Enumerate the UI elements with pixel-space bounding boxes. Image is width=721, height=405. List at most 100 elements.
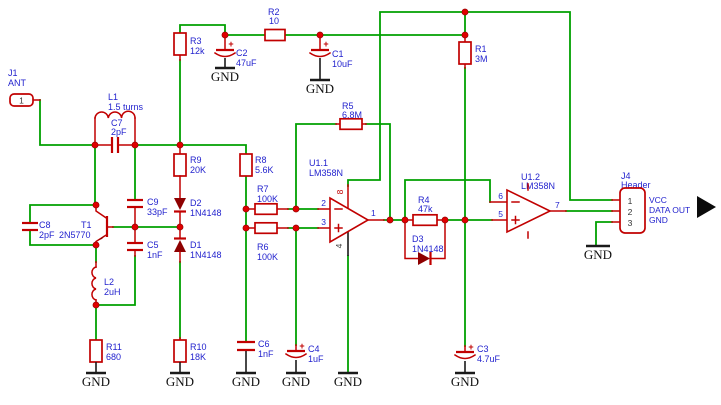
r5-ref-label: R5 <box>342 101 354 111</box>
j1-value-label: ANT <box>8 78 27 88</box>
t1-value-label: 2N5770 <box>59 230 91 240</box>
c2-ref-label: C2 <box>236 48 248 58</box>
data-out-arrow-icon <box>697 196 716 218</box>
t1-emitter-arrow <box>97 235 105 241</box>
r9-value-label: 20K <box>190 165 206 175</box>
r1-value-label: 3M <box>475 54 488 64</box>
resistor-r4: R4 47k <box>404 195 446 227</box>
j4-vcc-label: VCC <box>649 195 667 205</box>
capacitor-c3: + C3 4.7uF GND <box>451 342 501 389</box>
c1-polarity-plus: + <box>323 39 328 49</box>
u1b-value-label: LM358N <box>521 181 555 191</box>
j4-value-label: Header <box>621 180 651 190</box>
c5-ref-label: C5 <box>147 240 159 250</box>
r4-value-label: 47k <box>418 204 433 214</box>
diode-d3: D3 1N4148 <box>404 221 446 265</box>
c3-polarity-plus: + <box>468 342 473 352</box>
d1-ref-label: D1 <box>190 240 202 250</box>
u1b-pin5-label: 5 <box>498 209 503 219</box>
c5-value-label: 1nF <box>147 250 163 260</box>
c7-value-label: 2pF <box>111 127 127 137</box>
resistor-r1: R1 3M <box>458 34 488 69</box>
junction-dots <box>91 8 469 309</box>
capacitor-c2: + C2 47uF GND <box>211 34 257 84</box>
j4-body <box>619 187 646 234</box>
capacitor-c4: + C4 1uF GND <box>282 341 324 389</box>
d1-value-label: 1N4148 <box>190 250 222 260</box>
c8-value-label: 2pF <box>39 230 55 240</box>
r6-ref-label: R6 <box>257 242 269 252</box>
u1b-ref-label: U1.2 <box>521 172 540 182</box>
opamp-u1b: U1.2 LM358N 6 5 7 <box>489 172 567 239</box>
r11-value-label: 680 <box>106 352 121 362</box>
c6-ref-label: C6 <box>258 339 270 349</box>
r4-ref-label: R4 <box>418 195 430 205</box>
c7-ref-label: C7 <box>111 118 123 128</box>
diode-d1: D1 1N4148 <box>174 226 222 263</box>
r7-value-label: 100K <box>257 194 278 204</box>
r5-value-label: 6.8M <box>342 110 362 120</box>
gnd-label: GND <box>82 374 110 389</box>
gnd-label: GND <box>166 374 194 389</box>
t1-ref-label: T1 <box>81 220 92 230</box>
resistor-r8: R8 5.6K <box>239 153 274 177</box>
c9-value-label: 33pF <box>147 207 168 217</box>
d3-ref-label: D3 <box>412 234 424 244</box>
j4-pin3-label: 3 <box>628 218 633 228</box>
l2-ref-label: L2 <box>104 277 114 287</box>
wires <box>29 11 613 373</box>
transistor-t1: T1 2N5770 <box>59 205 114 245</box>
resistor-r10: R10 18K GND <box>166 337 207 389</box>
u1a-pin1-label: 1 <box>371 208 376 218</box>
r3-value-label: 12k <box>190 46 205 56</box>
u1b-pin7-label: 7 <box>555 200 560 210</box>
j1-pin1-label: 1 <box>19 96 24 106</box>
diode-d2: D2 1N4148 <box>174 175 222 228</box>
opamp-u1a: U1.1 LM358N 2 3 1 8 4 <box>309 158 385 256</box>
capacitor-c7: C7 2pF <box>94 118 136 153</box>
r2-ref-label: R2 <box>268 7 280 17</box>
d2-ref-label: D2 <box>190 198 202 208</box>
j4-gnd-label: GND <box>649 215 668 225</box>
connector-j1: J1 ANT 1 <box>8 68 41 107</box>
c2-value-label: 47uF <box>236 58 257 68</box>
resistor-r7: R7 100K <box>245 184 289 216</box>
r9-ref-label: R9 <box>190 155 202 165</box>
j4-pin1-label: 1 <box>628 196 633 206</box>
resistor-r6: R6 100K <box>245 221 289 262</box>
c1-value-label: 10uF <box>332 59 353 69</box>
r10-value-label: 18K <box>190 352 206 362</box>
resistor-r2: R2 10 <box>264 7 286 42</box>
resistor-r3: R3 12k <box>173 32 205 61</box>
l1-value-label: 1.5 turns <box>108 102 144 112</box>
gnd-symbol-u1a: GND <box>334 371 362 389</box>
c2-polarity-plus: + <box>228 39 233 49</box>
r10-ref-label: R10 <box>190 342 207 352</box>
resistor-r9: R9 20K <box>173 144 206 177</box>
u1a-ref-label: U1.1 <box>309 158 328 168</box>
connector-j4: J4 Header 1 2 3 VCC DATA OUT GND GND <box>584 171 716 262</box>
c3-value-label: 4.7uF <box>477 354 501 364</box>
l1-ref-label: L1 <box>108 92 118 102</box>
c4-polarity-plus: + <box>299 341 304 351</box>
u1a-pin4-label: 4 <box>334 243 344 248</box>
gnd-label: GND <box>334 374 362 389</box>
j4-pin2-label: 2 <box>628 207 633 217</box>
l2-value-label: 2uH <box>104 287 121 297</box>
r1-ref-label: R1 <box>475 44 487 54</box>
capacitor-c9: C9 33pF <box>127 197 168 227</box>
r8-ref-label: R8 <box>255 155 267 165</box>
c3-ref-label: C3 <box>477 344 489 354</box>
gnd-label: GND <box>282 374 310 389</box>
u1a-value-label: LM358N <box>309 168 343 178</box>
capacitor-c1: + C1 10uF GND <box>306 34 353 96</box>
d2-value-label: 1N4148 <box>190 208 222 218</box>
j1-ref-label: J1 <box>8 68 18 78</box>
resistor-r11: R11 680 GND <box>82 339 122 389</box>
resistor-r5: R5 6.8M <box>335 101 367 131</box>
gnd-label: GND <box>211 69 239 84</box>
r8-value-label: 5.6K <box>255 165 274 175</box>
j1-pad <box>9 93 34 107</box>
